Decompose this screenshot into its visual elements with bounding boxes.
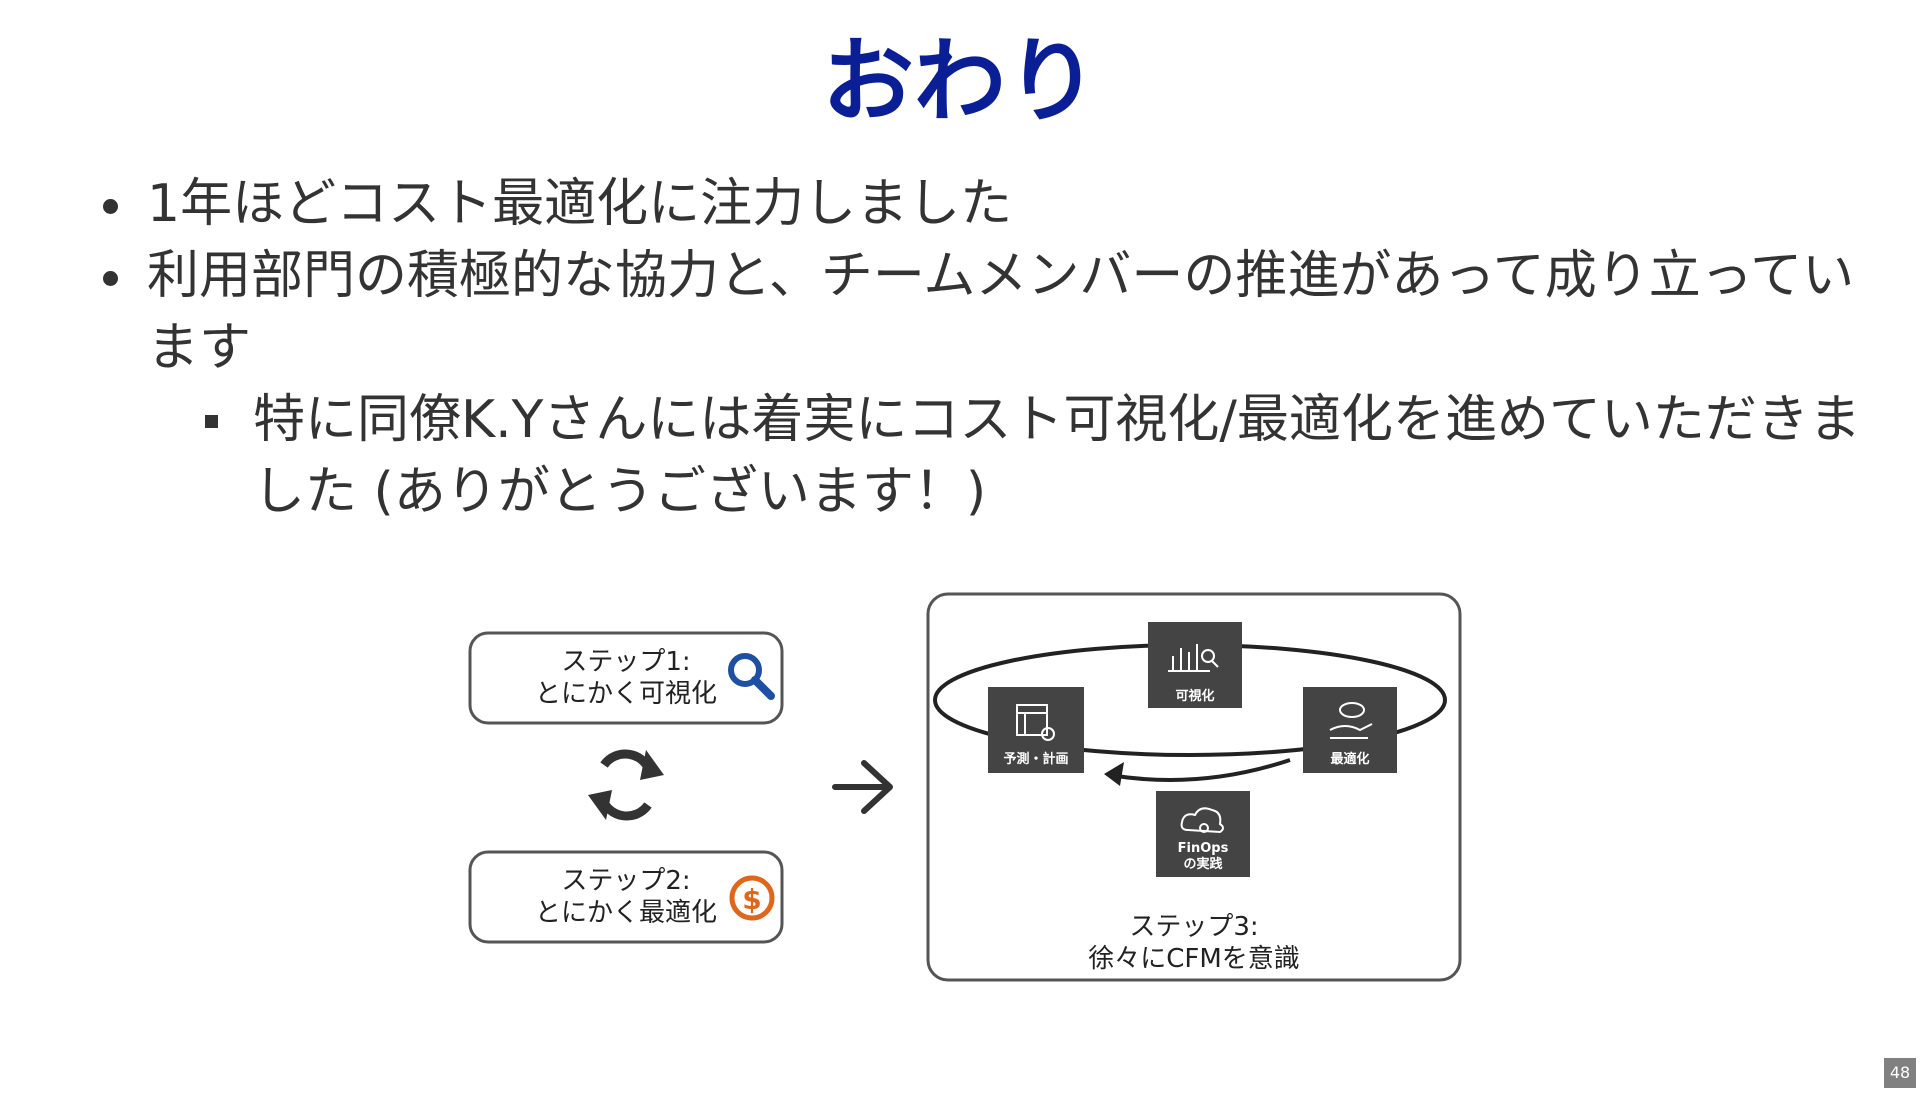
tile-visualize: 可視化 — [1148, 622, 1242, 708]
magnifier-icon — [728, 653, 775, 700]
step3-caption: 徐々にCFMを意識 — [1088, 944, 1300, 974]
bullet-item: 利用部門の積極的な協力と、チームメンバーの推進があって成り立っています 特に同僚… — [95, 240, 1895, 528]
bullet-item: 1年ほどコスト最適化に注力しました — [95, 168, 1895, 240]
page-number: 48 — [1884, 1058, 1916, 1088]
step1-label: ステップ1: — [561, 647, 690, 677]
tile-finops-label: FinOps — [1178, 841, 1229, 856]
sub-bullet-item: 特に同僚K.Yさんには着実にコスト可視化/最適化を進めていただきました (ありが… — [203, 384, 1895, 528]
dollar-coin-icon: $ — [729, 875, 775, 921]
planning-icon — [1016, 704, 1055, 741]
chart-icon — [1168, 644, 1219, 672]
step2-label: ステップ2: — [561, 866, 690, 896]
arrow-right-icon — [832, 760, 893, 814]
tile-finops-label-2: の実践 — [1183, 856, 1222, 872]
tile-forecast-label: 予測・計画 — [1003, 751, 1068, 767]
sub-bullet-text: 特に同僚K.Yさんには着実にコスト可視化/最適化を進めていただきました (ありが… — [253, 390, 1861, 522]
step2-box: ステップ2: とにかく最適化 $ — [468, 850, 784, 944]
step3-box: 可視化 予測・計画 最適化 — [926, 592, 1462, 982]
tile-forecast: 予測・計画 — [988, 687, 1084, 773]
tile-optimize-label: 最適化 — [1330, 751, 1369, 767]
slide-title: おわり — [821, 28, 1098, 135]
svg-text:$: $ — [742, 883, 761, 916]
tile-optimize: 最適化 — [1303, 687, 1397, 773]
step2-caption: とにかく最適化 — [535, 898, 717, 928]
bullet-text: 利用部門の積極的な協力と、チームメンバーの推進があって成り立っています — [147, 246, 1855, 378]
refresh-cycle-icon — [588, 749, 664, 821]
bullet-list: 1年ほどコスト最適化に注力しました 利用部門の積極的な協力と、チームメンバーの推… — [95, 168, 1895, 528]
sub-bullet-list: 特に同僚K.Yさんには着実にコスト可視化/最適化を進めていただきました (ありが… — [203, 384, 1895, 528]
step1-box: ステップ1: とにかく可視化 — [468, 631, 784, 725]
money-hand-icon — [1329, 702, 1373, 739]
bullet-text: 1年ほどコスト最適化に注力しました — [147, 174, 1013, 234]
cloud-gear-icon — [1180, 807, 1224, 834]
step3-label: ステップ3: — [1129, 912, 1258, 942]
tile-finops: FinOps の実践 — [1156, 791, 1250, 877]
tile-visualize-label: 可視化 — [1175, 688, 1214, 704]
step1-caption: とにかく可視化 — [535, 679, 717, 709]
